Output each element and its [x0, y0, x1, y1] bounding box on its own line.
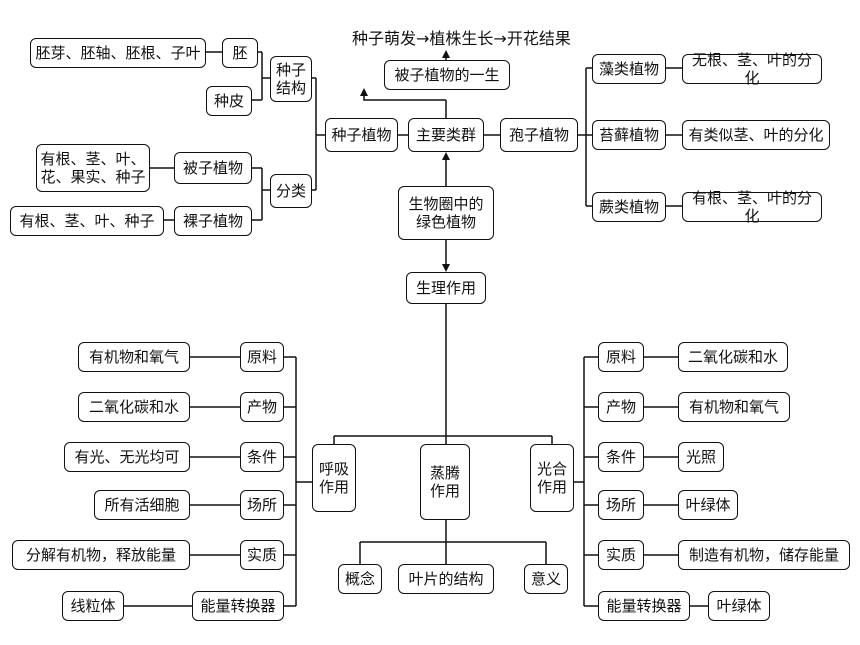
resp-converter-value: 线粒体: [62, 591, 124, 621]
angiosperm-life-node: 被子植物的一生: [384, 60, 510, 90]
resp-site-value: 所有活细胞: [94, 490, 190, 520]
seed-structure-node: 种子 结构: [270, 56, 312, 102]
photo-raw-value: 二氧化碳和水: [678, 342, 788, 372]
photo-essence-label: 实质: [598, 540, 644, 570]
photo-site-label: 场所: [598, 490, 644, 520]
resp-condition-label: 条件: [240, 442, 284, 472]
resp-product-label: 产物: [240, 392, 284, 422]
photo-condition-label: 条件: [598, 442, 644, 472]
photo-converter-label: 能量转换器: [598, 591, 690, 621]
category-node: 分类: [270, 174, 312, 208]
embryo-parts-node: 胚芽、胚轴、胚根、子叶: [30, 38, 206, 68]
resp-essence-value: 分解有机物，释放能量: [12, 540, 190, 570]
algae-desc-node: 无根、茎、叶的分化: [682, 51, 822, 87]
photo-product-value: 有机物和氧气: [678, 392, 790, 422]
photo-raw-label: 原料: [598, 342, 644, 372]
resp-raw-value: 有机物和氧气: [78, 342, 190, 372]
photo-converter-value: 叶绿体: [708, 591, 770, 621]
fern-node: 蕨类植物: [592, 192, 666, 222]
resp-converter-label: 能量转换器: [192, 591, 284, 621]
green-plants-node: 生物圈中的 绿色植物: [398, 186, 494, 240]
photo-condition-value: 光照: [678, 442, 724, 472]
algae-node: 藻类植物: [592, 54, 666, 84]
concept-node: 概念: [338, 564, 382, 594]
resp-site-label: 场所: [240, 490, 284, 520]
resp-product-value: 二氧化碳和水: [78, 392, 190, 422]
resp-raw-label: 原料: [240, 342, 284, 372]
physiology-node: 生理作用: [406, 272, 486, 304]
seed-plants-node: 种子植物: [325, 118, 398, 152]
photosynthesis-node: 光合 作用: [530, 444, 574, 512]
seed-coat-node: 种皮: [206, 86, 252, 116]
main-groups-node: 主要类群: [408, 118, 484, 152]
moss-node: 苔藓植物: [592, 120, 666, 150]
life-cycle-caption: 种子萌发→植株生长→开花结果: [352, 29, 571, 48]
angiosperm-organs-node: 有根、茎、叶、 花、果实、种子: [36, 144, 150, 192]
meaning-node: 意义: [524, 564, 568, 594]
embryo-node: 胚: [222, 38, 258, 68]
moss-desc-node: 有类似茎、叶的分化: [682, 120, 830, 150]
fern-desc-node: 有根、茎、叶的分化: [682, 189, 822, 225]
transpiration-node: 蒸腾 作用: [420, 444, 470, 520]
photo-product-label: 产物: [598, 392, 644, 422]
respiration-node: 呼吸 作用: [312, 444, 356, 512]
photo-essence-value: 制造有机物，储存能量: [678, 540, 850, 570]
resp-essence-label: 实质: [240, 540, 284, 570]
photo-site-value: 叶绿体: [678, 490, 738, 520]
leaf-structure-node: 叶片的结构: [398, 564, 494, 594]
spore-plants-node: 孢子植物: [500, 118, 578, 152]
resp-condition-value: 有光、无光均可: [64, 442, 190, 472]
gymnosperm-organs-node: 有根、茎、叶、种子: [10, 206, 164, 236]
angiosperms-node: 被子植物: [174, 152, 252, 184]
gymnosperms-node: 裸子植物: [174, 206, 252, 236]
